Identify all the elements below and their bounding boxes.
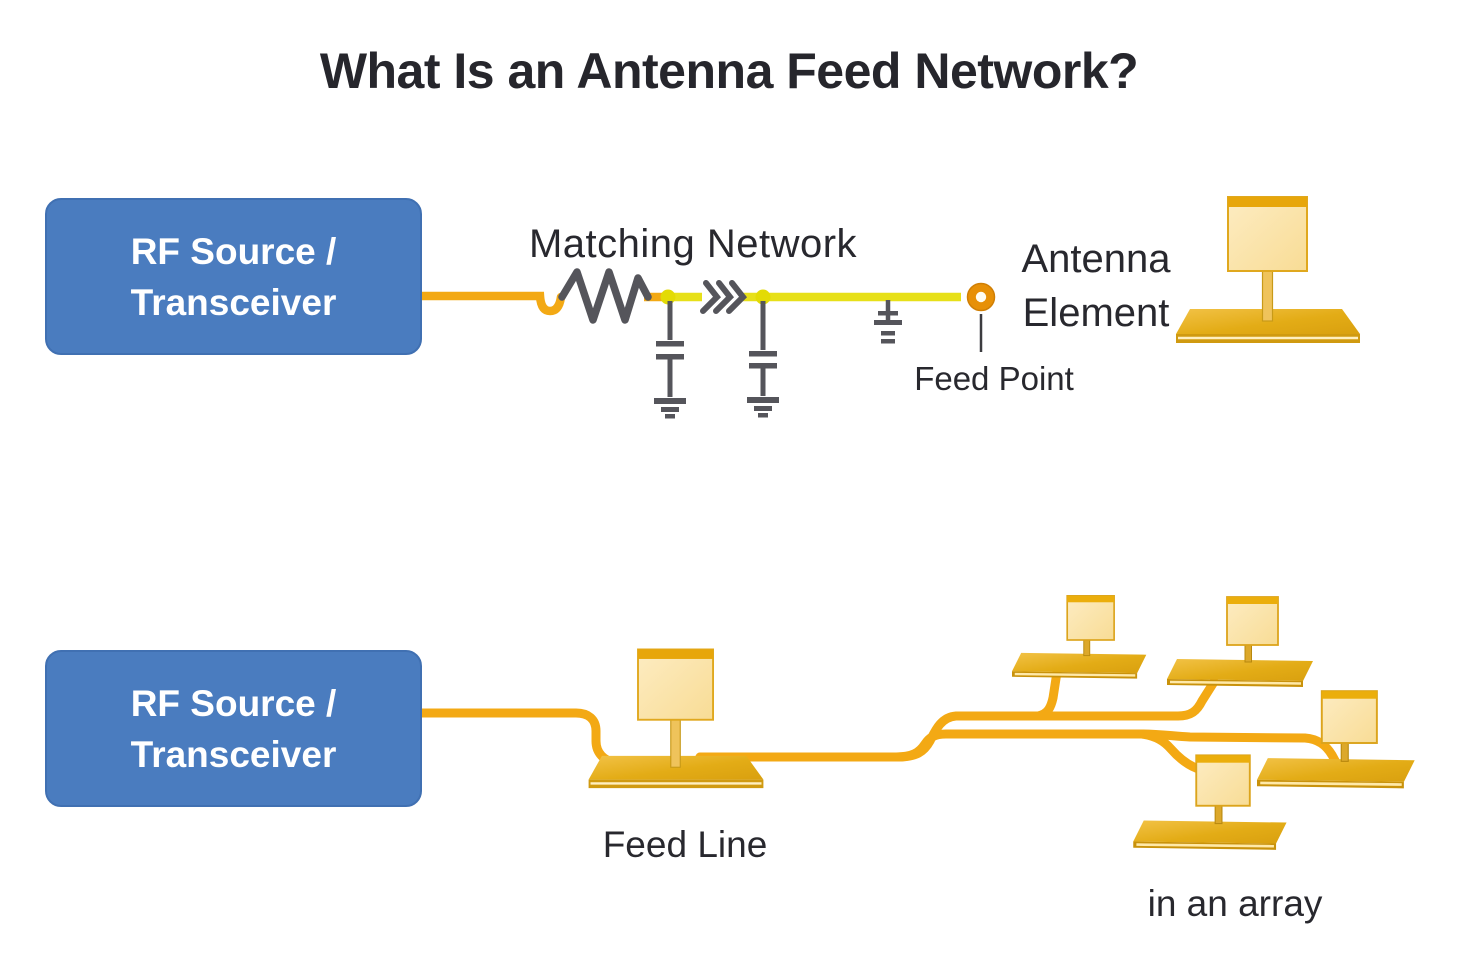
array-wire-upper <box>695 677 1219 762</box>
patch-antenna-icon <box>1010 594 1148 680</box>
capacitor-icon <box>654 301 686 419</box>
patch-antenna-icon <box>1165 595 1315 689</box>
bottom-feed-line-diagram <box>417 594 1417 852</box>
patch-antenna-icon <box>1174 195 1362 345</box>
node-dot <box>755 289 771 305</box>
rf-source-box-bottom: RF Source / Transceiver <box>45 650 422 807</box>
antenna-element-label-line1: Antenna <box>1021 237 1171 281</box>
capacitor-icon <box>747 301 779 418</box>
node-dot <box>660 289 676 305</box>
antenna-element-label-line2: Element <box>1022 291 1170 335</box>
page-title: What Is an Antenna Feed Network? <box>319 43 1139 99</box>
array-branch-wire-1 <box>1033 667 1062 721</box>
top-matching-network-circuit <box>417 195 1362 419</box>
wire-rf-to-resistor <box>417 291 566 316</box>
rf-choke-icon <box>700 280 748 314</box>
ground-icon <box>874 300 902 344</box>
matching-network-label: Matching Network <box>528 222 858 266</box>
in-an-array-label: in an array <box>1147 883 1323 924</box>
resistor-icon <box>558 268 652 324</box>
rf-source-box-top: RF Source / Transceiver <box>45 198 422 355</box>
feed-line-label: Feed Line <box>602 824 768 865</box>
feed-point-marker-center <box>975 291 987 303</box>
rf-source-box-top-line1: RF Source / <box>130 230 337 272</box>
antenna-element-label: Antenna Element <box>1021 232 1170 340</box>
rf-source-box-bottom-line2: Transceiver <box>130 733 337 775</box>
array-branch-wire-2 <box>1137 729 1215 778</box>
rf-source-box-top-line2: Transceiver <box>130 281 337 323</box>
rf-source-box-bottom-line1: RF Source / <box>130 682 337 724</box>
feed-point-label: Feed Point <box>914 360 1074 397</box>
patch-antenna-icon <box>587 648 765 790</box>
